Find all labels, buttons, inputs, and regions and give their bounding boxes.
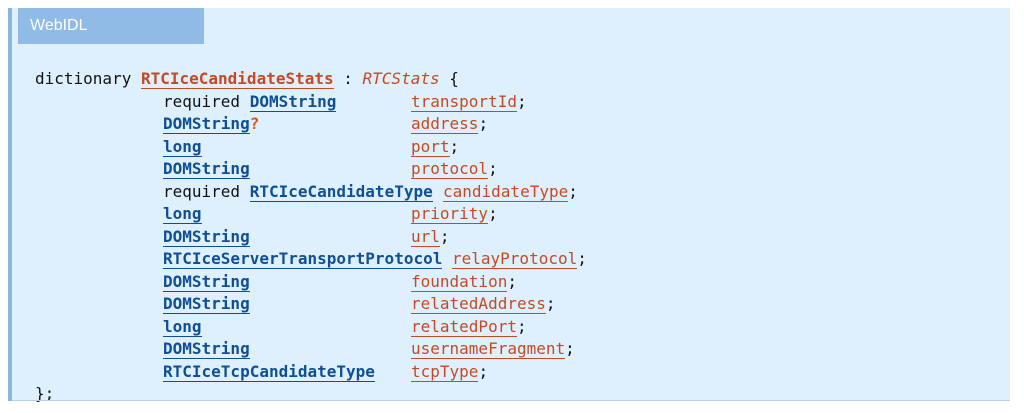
member-type: required RTCIceCandidateType bbox=[163, 181, 433, 204]
member-row: DOMString usernameFragment; bbox=[35, 338, 575, 361]
member-name-link[interactable]: url bbox=[411, 226, 440, 247]
member-type: RTCIceServerTransportProtocol bbox=[163, 248, 443, 271]
member-row: DOMString foundation; bbox=[35, 271, 517, 294]
member-row: long priority; bbox=[35, 203, 498, 226]
type-link[interactable]: DOMString bbox=[163, 271, 250, 292]
dictionary-keyword: dictionary bbox=[35, 69, 132, 88]
member-row: RTCIceTcpCandidateType tcpType; bbox=[35, 361, 488, 384]
member-name: url; bbox=[411, 226, 450, 249]
dictionary-header: dictionary RTCIceCandidateStats : RTCSta… bbox=[35, 68, 459, 91]
member-name: relatedPort; bbox=[411, 316, 527, 339]
member-row: DOMString relatedAddress; bbox=[35, 293, 556, 316]
member-name: relayProtocol; bbox=[452, 248, 587, 271]
inheritance-colon: : bbox=[333, 69, 363, 88]
required-keyword: required bbox=[163, 91, 250, 111]
open-brace: { bbox=[439, 69, 459, 88]
type-link[interactable]: DOMString bbox=[163, 159, 250, 179]
required-keyword: required bbox=[163, 181, 250, 201]
member-type: DOMString bbox=[163, 158, 250, 181]
member-row: long port; bbox=[35, 136, 459, 159]
webidl-tab-label: WebIDL bbox=[18, 8, 204, 44]
member-row: RTCIceServerTransportProtocol relayProtoc… bbox=[35, 248, 587, 271]
member-name-link[interactable]: priority bbox=[411, 204, 489, 224]
semicolon: ; bbox=[478, 114, 489, 133]
semicolon: ; bbox=[488, 159, 498, 178]
type-link[interactable]: DOMString bbox=[163, 114, 250, 134]
member-name: transportId; bbox=[411, 91, 527, 114]
member-row: DOMString url; bbox=[35, 226, 459, 249]
member-type: DOMString bbox=[163, 271, 250, 294]
member-name-link[interactable]: relayProtocol bbox=[452, 249, 578, 269]
type-link[interactable]: DOMString bbox=[163, 339, 250, 359]
member-row: long relatedPort; bbox=[35, 316, 527, 339]
member-name: candidateType; bbox=[443, 181, 578, 204]
semicolon: ; bbox=[516, 91, 527, 111]
member-name-link[interactable]: relatedAddress bbox=[411, 294, 546, 314]
member-row: required RTCIceCandidateType candidateTyp… bbox=[35, 181, 578, 204]
member-row: DOMString? address; bbox=[35, 113, 488, 136]
member-row: DOMString protocol; bbox=[35, 158, 498, 181]
semicolon: ; bbox=[577, 249, 587, 268]
member-type: DOMString? bbox=[163, 113, 259, 136]
nullable-marker: ? bbox=[249, 114, 260, 133]
semicolon: ; bbox=[545, 294, 556, 313]
member-name: foundation; bbox=[411, 271, 517, 294]
semicolon: ; bbox=[439, 226, 450, 246]
member-type: long bbox=[163, 203, 202, 226]
member-name: tcpType; bbox=[411, 361, 488, 384]
member-type: DOMString bbox=[163, 226, 250, 249]
semicolon: ; bbox=[488, 204, 498, 223]
type-link[interactable]: long bbox=[163, 136, 202, 157]
member-name-link[interactable]: candidateType bbox=[443, 181, 569, 202]
member-name: usernameFragment; bbox=[411, 338, 575, 361]
member-name-link[interactable]: address bbox=[411, 114, 479, 134]
member-name-link[interactable]: usernameFragment bbox=[411, 339, 566, 359]
member-name-link[interactable]: foundation bbox=[411, 271, 508, 292]
member-name: port; bbox=[411, 136, 459, 159]
member-name: address; bbox=[411, 113, 488, 136]
semicolon: ; bbox=[449, 136, 460, 156]
member-type: RTCIceTcpCandidateType bbox=[163, 361, 375, 384]
type-link[interactable]: RTCIceCandidateType bbox=[249, 181, 433, 202]
semicolon: ; bbox=[568, 181, 578, 201]
member-name: relatedAddress; bbox=[411, 293, 556, 316]
type-link[interactable]: long bbox=[163, 204, 202, 224]
member-type: long bbox=[163, 316, 202, 339]
semicolon: ; bbox=[565, 339, 575, 358]
member-name: priority; bbox=[411, 203, 498, 226]
semicolon: ; bbox=[478, 361, 489, 381]
type-link[interactable]: RTCIceServerTransportProtocol bbox=[163, 249, 443, 269]
member-type: DOMString bbox=[163, 338, 250, 361]
member-type: long bbox=[163, 136, 202, 159]
type-link[interactable]: long bbox=[163, 316, 202, 337]
webidl-block: WebIDL dictionary RTCIceCandidateStats :… bbox=[8, 8, 1010, 403]
semicolon: ; bbox=[516, 316, 527, 336]
member-name-link[interactable]: transportId bbox=[411, 91, 517, 112]
type-link[interactable]: DOMString bbox=[163, 294, 250, 314]
member-name-link[interactable]: tcpType bbox=[411, 361, 479, 382]
member-type: DOMString bbox=[163, 293, 250, 316]
type-link[interactable]: RTCIceTcpCandidateType bbox=[163, 361, 375, 382]
parent-dictionary-link[interactable]: RTCStats bbox=[362, 69, 440, 88]
member-name-link[interactable]: port bbox=[411, 136, 450, 157]
member-type: required DOMString bbox=[163, 91, 337, 114]
member-name-link[interactable]: protocol bbox=[411, 159, 489, 179]
member-name: protocol; bbox=[411, 158, 498, 181]
dictionary-name[interactable]: RTCIceCandidateStats bbox=[140, 69, 334, 89]
type-link[interactable]: DOMString bbox=[163, 226, 250, 247]
idl-code: dictionary RTCIceCandidateStats : RTCSta… bbox=[35, 68, 587, 406]
member-name-link[interactable]: relatedPort bbox=[411, 316, 517, 337]
semicolon: ; bbox=[507, 271, 517, 291]
member-row: required DOMString transportId; bbox=[35, 91, 527, 114]
dictionary-close: }; bbox=[35, 384, 55, 403]
type-link[interactable]: DOMString bbox=[249, 91, 337, 112]
